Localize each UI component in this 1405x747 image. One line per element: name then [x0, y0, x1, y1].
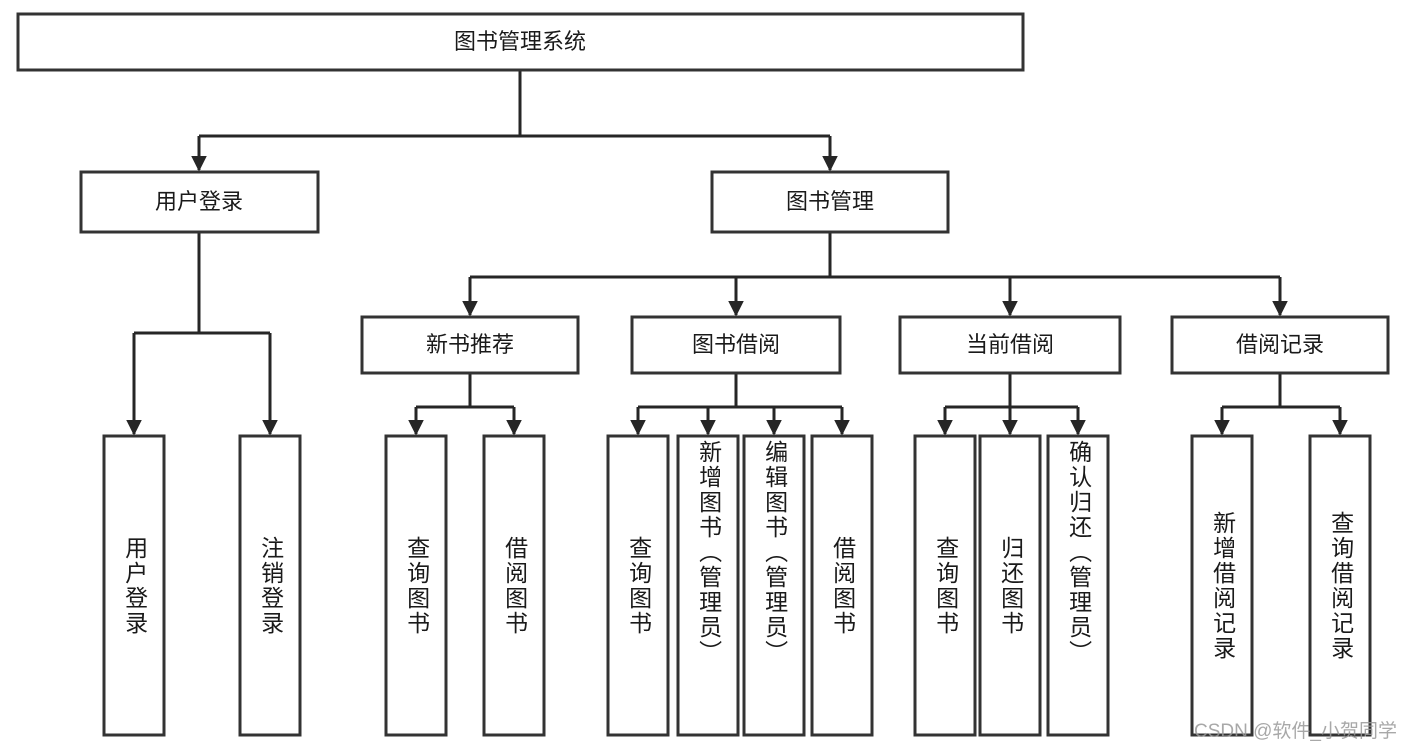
- node-root[interactable]: 图书管理系统: [16, 12, 1025, 72]
- new-book-rec-label: 新书推荐: [426, 332, 514, 357]
- root-label: 图书管理系统: [454, 29, 586, 54]
- book-manage-box[interactable]: [710, 170, 950, 234]
- borrow-record-label: 借阅记录: [1236, 332, 1324, 357]
- leaf-box-edit-book-admin[interactable]: [742, 434, 806, 737]
- leaf-box-return-book[interactable]: [978, 434, 1042, 737]
- leaf-box-user-login[interactable]: [102, 434, 166, 737]
- leaf-box-query-book-rec[interactable]: [384, 434, 448, 737]
- node-book-manage[interactable]: 图书管理: [710, 170, 950, 234]
- node-borrow-record[interactable]: 借阅记录: [1170, 315, 1390, 375]
- node-user-login[interactable]: 用户登录: [79, 170, 320, 234]
- leaf-box-query-book-borrow[interactable]: [606, 434, 670, 737]
- current-borrow-label: 当前借阅: [966, 332, 1054, 357]
- leaf-box-add-borrow-record[interactable]: [1190, 434, 1254, 737]
- borrow-record-box[interactable]: [1170, 315, 1390, 375]
- current-borrow-box[interactable]: [898, 315, 1122, 375]
- leaf-box-borrow-book[interactable]: [810, 434, 874, 737]
- leaf-box-confirm-return-admin[interactable]: [1046, 434, 1110, 737]
- leaf-boxes-layer: [102, 434, 1372, 737]
- leaf-box-query-book-current[interactable]: [913, 434, 977, 737]
- leaf-box-borrow-book-rec[interactable]: [482, 434, 546, 737]
- user-login-box[interactable]: [79, 170, 320, 234]
- book-borrow-box[interactable]: [630, 315, 842, 375]
- leaf-box-add-book-admin[interactable]: [676, 434, 740, 737]
- book-borrow-label: 图书借阅: [692, 332, 780, 357]
- book-manage-label: 图书管理: [786, 189, 874, 214]
- leaf-box-query-borrow-record[interactable]: [1308, 434, 1372, 737]
- edges-layer: [126, 70, 1348, 436]
- root-box[interactable]: [16, 12, 1025, 72]
- new-book-rec-box[interactable]: [360, 315, 580, 375]
- node-book-borrow[interactable]: 图书借阅: [630, 315, 842, 375]
- node-current-borrow[interactable]: 当前借阅: [898, 315, 1122, 375]
- user-login-label: 用户登录: [155, 189, 243, 214]
- node-new-book-rec[interactable]: 新书推荐: [360, 315, 580, 375]
- leaf-box-logout[interactable]: [238, 434, 302, 737]
